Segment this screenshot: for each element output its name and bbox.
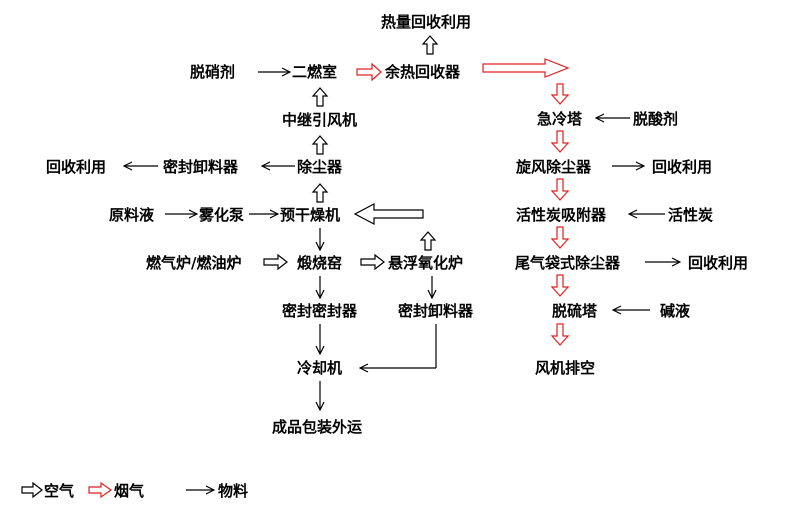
node-waste-heat-recovery: 余热回收器 [385, 63, 461, 81]
legend-air-label: 空气 [44, 482, 75, 500]
node-sealed-sealer: 密封密封器 [282, 302, 358, 320]
node-sealed-unloader-right: 密封卸料器 [398, 302, 474, 320]
node-desulfurization-tower: 脱硫塔 [552, 302, 598, 320]
air-arrow-dust-to-fan [311, 135, 329, 155]
legend-air-icon [21, 481, 43, 499]
node-intermediate-fan: 中继引风机 [282, 111, 358, 129]
flue-arrow-cyclone-to-adsorber [550, 178, 570, 201]
air-arrow-kiln-to-oxidation [360, 253, 385, 271]
node-deacid-agent: 脱酸剂 [633, 110, 679, 128]
node-quench-tower: 急冷塔 [537, 110, 583, 128]
node-bag-filter: 尾气袋式除尘器 [515, 254, 621, 272]
node-cyclone-dust: 旋风除尘器 [516, 158, 592, 176]
node-activated-carbon: 活性炭 [668, 206, 714, 224]
air-arrow-to-heat-recovery [421, 35, 439, 55]
node-fan-exhaust: 风机排空 [535, 359, 596, 377]
air-arrow-dryer-to-dust [311, 183, 329, 203]
air-arrow-furnace-to-kiln [263, 253, 288, 271]
flue-arrow-into-quench [550, 83, 570, 105]
legend-flue-gas-label: 烟气 [114, 482, 145, 500]
air-arrow-fan-to-combustion [311, 87, 329, 107]
node-calcining-kiln: 煅烧窑 [297, 254, 343, 272]
node-secondary-combustion: 二燃室 [292, 63, 338, 81]
node-recycle-cyclone: 回收利用 [652, 158, 713, 176]
flue-arrow-bag-to-desulfurization [550, 274, 570, 297]
node-cooler: 冷却机 [297, 359, 343, 377]
node-sealed-unloader-left: 密封卸料器 [163, 158, 239, 176]
air-arrow-into-dryer [353, 203, 424, 225]
legend-material-label: 物料 [218, 482, 249, 500]
node-heat-recovery: 热量回收利用 [381, 13, 472, 31]
node-denitration-agent: 脱硝剂 [190, 63, 236, 81]
node-gas-oil-furnace: 燃气炉/燃油炉 [146, 254, 242, 272]
flue-arrow-heat-to-quench [482, 58, 570, 78]
node-dust-remover: 除尘器 [297, 158, 343, 176]
node-product-packaging: 成品包装外运 [272, 418, 363, 436]
flue-arrow-combustion-to-heat [356, 62, 382, 82]
node-suspension-oxidation-furnace: 悬浮氧化炉 [388, 254, 464, 272]
node-raw-liquid: 原料液 [109, 206, 155, 224]
node-alkali-liquid: 碱液 [660, 302, 691, 320]
air-arrow-into-oxidation [419, 231, 437, 251]
node-recycle-bag: 回收利用 [688, 254, 749, 272]
node-atomizing-pump: 雾化泵 [199, 206, 245, 224]
flue-arrow-desulfurization-to-fan [550, 323, 570, 346]
flue-arrow-adsorber-to-bag [550, 226, 570, 249]
node-pre-dryer: 预干燥机 [280, 206, 341, 224]
node-activated-carbon-adsorber: 活性炭吸附器 [516, 206, 607, 224]
legend-flue-gas-icon [88, 481, 113, 499]
flue-arrow-quench-to-cyclone [550, 130, 570, 153]
node-recycle-left: 回收利用 [46, 158, 107, 176]
